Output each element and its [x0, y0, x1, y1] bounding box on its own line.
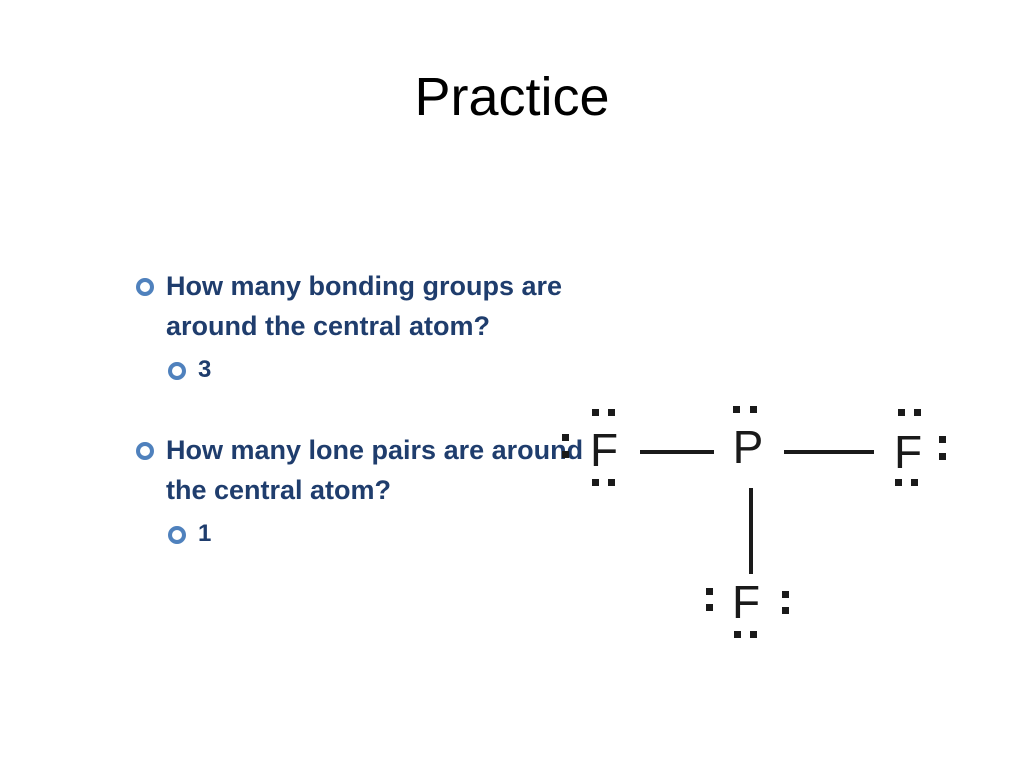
- atom-f-left-symbol: F: [590, 424, 618, 476]
- atom-f-bottom-symbol: F: [732, 576, 760, 628]
- lone-pair-dot: [750, 406, 757, 413]
- atom-p-central: P: [733, 406, 764, 473]
- slide-title: Practice: [414, 67, 610, 127]
- lone-pair-dot: [782, 607, 789, 614]
- bullet-ring-icon: [168, 362, 186, 380]
- question-1-text: How many bonding groups are around the c…: [166, 271, 563, 341]
- lone-pair-dot: [706, 588, 713, 595]
- answer-1: 3: [168, 352, 616, 388]
- lone-pair-dot: [914, 409, 921, 416]
- answer-2-text: 1: [198, 520, 212, 547]
- lone-pair-dot: [734, 631, 741, 638]
- lone-pair-dot: [608, 479, 615, 486]
- bullet-ring-icon: [136, 278, 154, 296]
- answer-1-text: 3: [198, 356, 212, 383]
- question-2: How many lone pairs are around the centr…: [136, 430, 616, 510]
- question-2-text: How many lone pairs are around the centr…: [166, 435, 584, 505]
- lone-pair-dot: [608, 409, 615, 416]
- lone-pair-dot: [706, 604, 713, 611]
- lone-pair-dot: [750, 631, 757, 638]
- lone-pair-dot: [898, 409, 905, 416]
- atom-f-right: F: [894, 409, 946, 486]
- lone-pair-dot: [592, 479, 599, 486]
- lone-pair-dot: [733, 406, 740, 413]
- lone-pair-dot: [895, 479, 902, 486]
- lone-pair-dot: [911, 479, 918, 486]
- question-1: How many bonding groups are around the c…: [136, 266, 616, 346]
- bullet-list: How many bonding groups are around the c…: [136, 266, 616, 552]
- bullet-ring-icon: [168, 526, 186, 544]
- lewis-structure-pf3: F P F: [562, 406, 946, 638]
- lone-pair-dot: [939, 436, 946, 443]
- atom-f-left: F: [562, 409, 618, 486]
- lone-pair-dot: [562, 434, 569, 441]
- lone-pair-dot: [939, 453, 946, 460]
- atom-f-right-symbol: F: [894, 426, 922, 478]
- bullet-ring-icon: [136, 442, 154, 460]
- lone-pair-dot: [592, 409, 599, 416]
- answer-2: 1: [168, 516, 616, 552]
- atom-p-symbol: P: [733, 421, 764, 473]
- lone-pair-dot: [562, 451, 569, 458]
- atom-f-bottom: F: [706, 576, 789, 638]
- lone-pair-dot: [782, 591, 789, 598]
